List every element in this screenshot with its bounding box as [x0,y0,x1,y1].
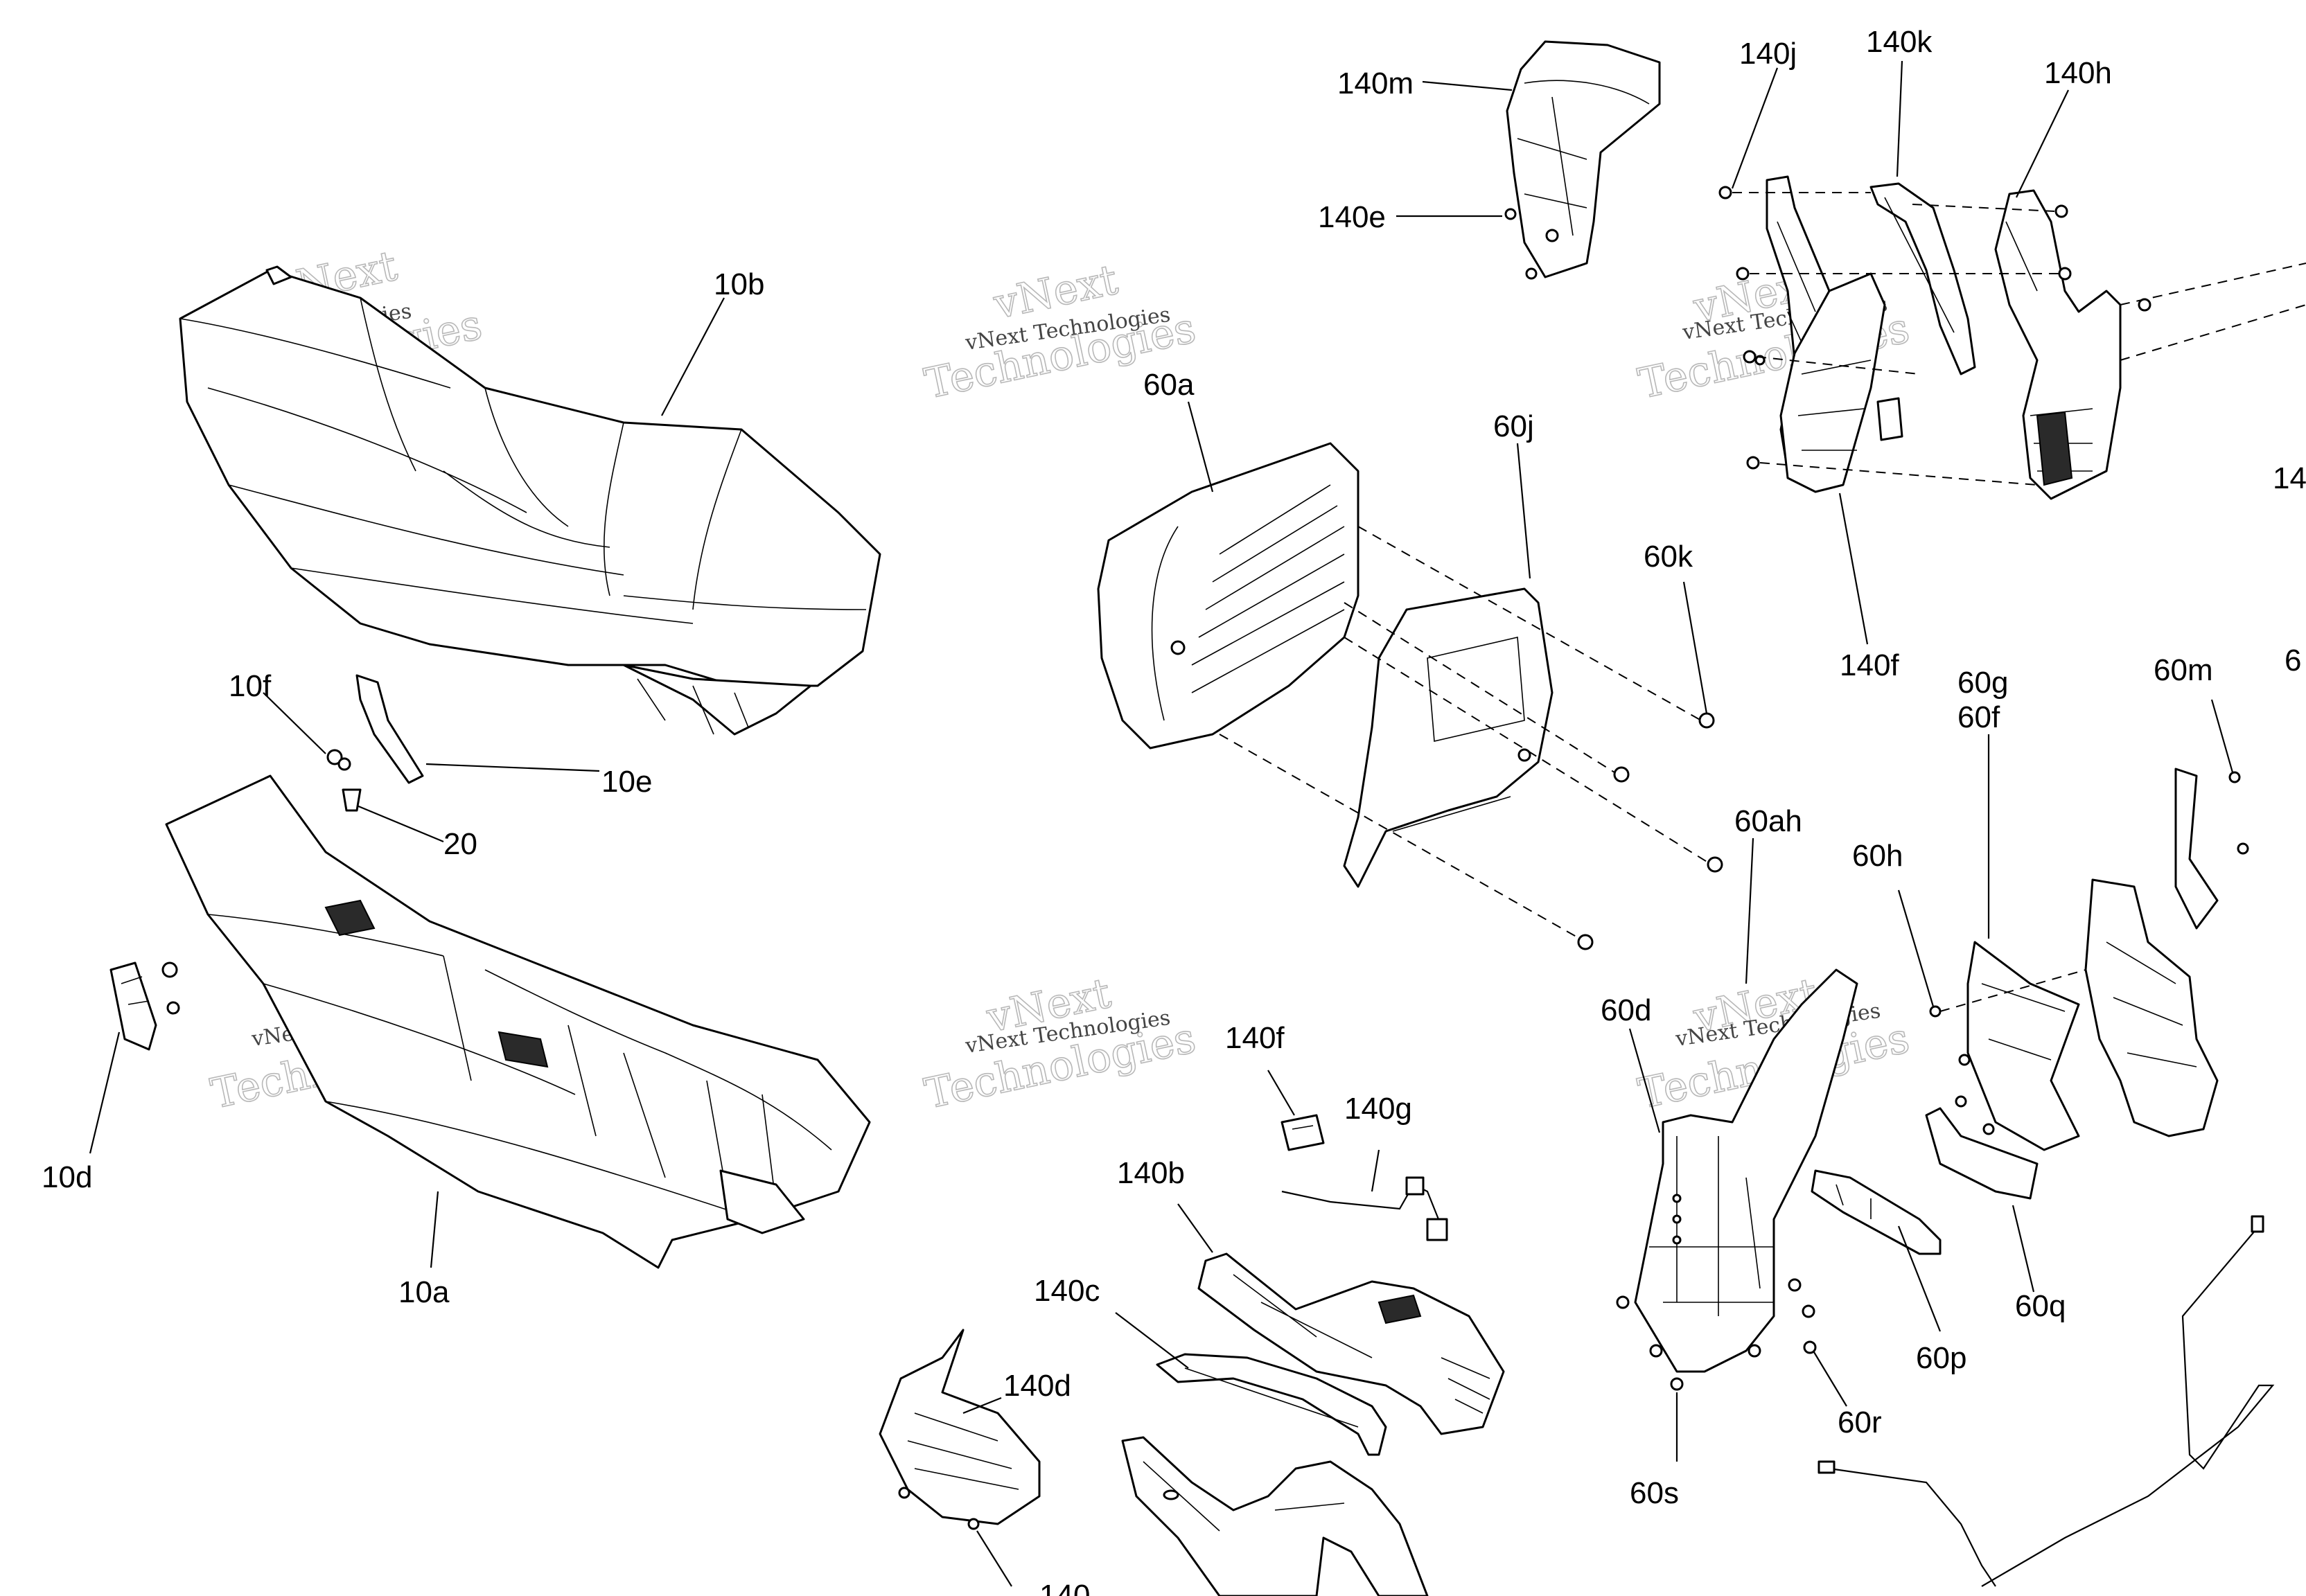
callout-60p: 60p [1916,1341,1966,1375]
callout-140h: 140h [2044,56,2112,90]
part-60j-panel [1343,587,1554,888]
part-140m-cover [1504,40,1661,280]
callout-60q: 60q [2015,1289,2066,1323]
dashed-alignment-140 [1732,192,2306,486]
callout-140b: 140b [1117,1156,1185,1190]
callout-140k: 140k [1866,25,1933,59]
callout-10f: 10f [229,669,272,703]
callout-10b: 10b [714,267,764,301]
part-20-screw [342,788,362,812]
callout-140f-mid: 140f [1225,1021,1285,1055]
callout-60k: 60k [1644,540,1693,574]
callout-140c: 140c [1034,1274,1100,1308]
part-60p-bracket [1811,1169,1942,1255]
callout-6-cut: 6 [2285,644,2301,677]
hardware-60-screws [1577,712,1723,950]
part-10f-clip [326,749,351,771]
part-140k-grab-strap [1869,182,1976,375]
callout-140e: 140e [1318,200,1386,234]
part-140-lower-handle [1121,1436,1429,1596]
callout-10a: 10a [398,1275,450,1309]
dashed-alignment-60m [1939,969,2086,1012]
part-60q-trim [1925,1107,2039,1200]
hardware-140-screws [1718,186,2151,470]
part-140d-end-cap [879,1329,1041,1530]
part-140h-right-panel [1994,189,2122,500]
callout-60ah: 60ah [1734,804,1802,838]
callout-10e: 10e [601,765,652,799]
part-140g-harness [1281,1176,1448,1241]
callout-14-cut: 14 [2273,461,2306,495]
callout-20: 20 [443,827,477,861]
part-60h-trim [1966,941,2080,1151]
callout-140-cut: 140 [1039,1579,1090,1596]
callout-60j: 60j [1493,409,1534,443]
part-10a-seat-base [165,774,871,1269]
watermark-5: vNext Technologies vNext Technologies [920,968,1201,1119]
part-60a-grille [1097,442,1359,750]
part-140c-grab-bar [1156,1353,1387,1456]
part-10e-bracket [355,674,424,784]
callout-labels: 10b 10f 10e 20 10d 10a 140m 140e 140j 14… [42,25,2306,1596]
callout-140g: 140g [1344,1092,1412,1126]
callout-60g: 60g [1957,666,2008,700]
part-140f-switch [1280,1114,1325,1151]
hardware-60s-screws [1616,1278,1817,1391]
callout-140d: 140d [1003,1369,1071,1403]
callout-60m: 60m [2154,653,2213,687]
part-140b-handle-panel [1197,1252,1505,1435]
callout-140m: 140m [1337,66,1414,100]
callout-140j: 140j [1739,37,1797,71]
part-140f-top-panel [1779,272,1903,493]
part-60g-60f-cover [2084,768,2219,1137]
callout-60d: 60d [1601,993,1651,1027]
callout-60a: 60a [1143,368,1195,402]
part-10b-seat [179,265,881,736]
callout-60h: 60h [1852,839,1903,873]
callout-60f: 60f [1957,700,2000,734]
part-60d-side-panel [1634,968,1858,1373]
wire-harness [1817,1215,2275,1587]
callout-60r: 60r [1838,1406,1882,1439]
callout-60s: 60s [1630,1476,1679,1510]
callout-140f-top: 140f [1840,648,1899,682]
callout-10d: 10d [42,1160,92,1194]
part-10d-latch [109,961,180,1051]
leader-lines [89,60,2234,1587]
